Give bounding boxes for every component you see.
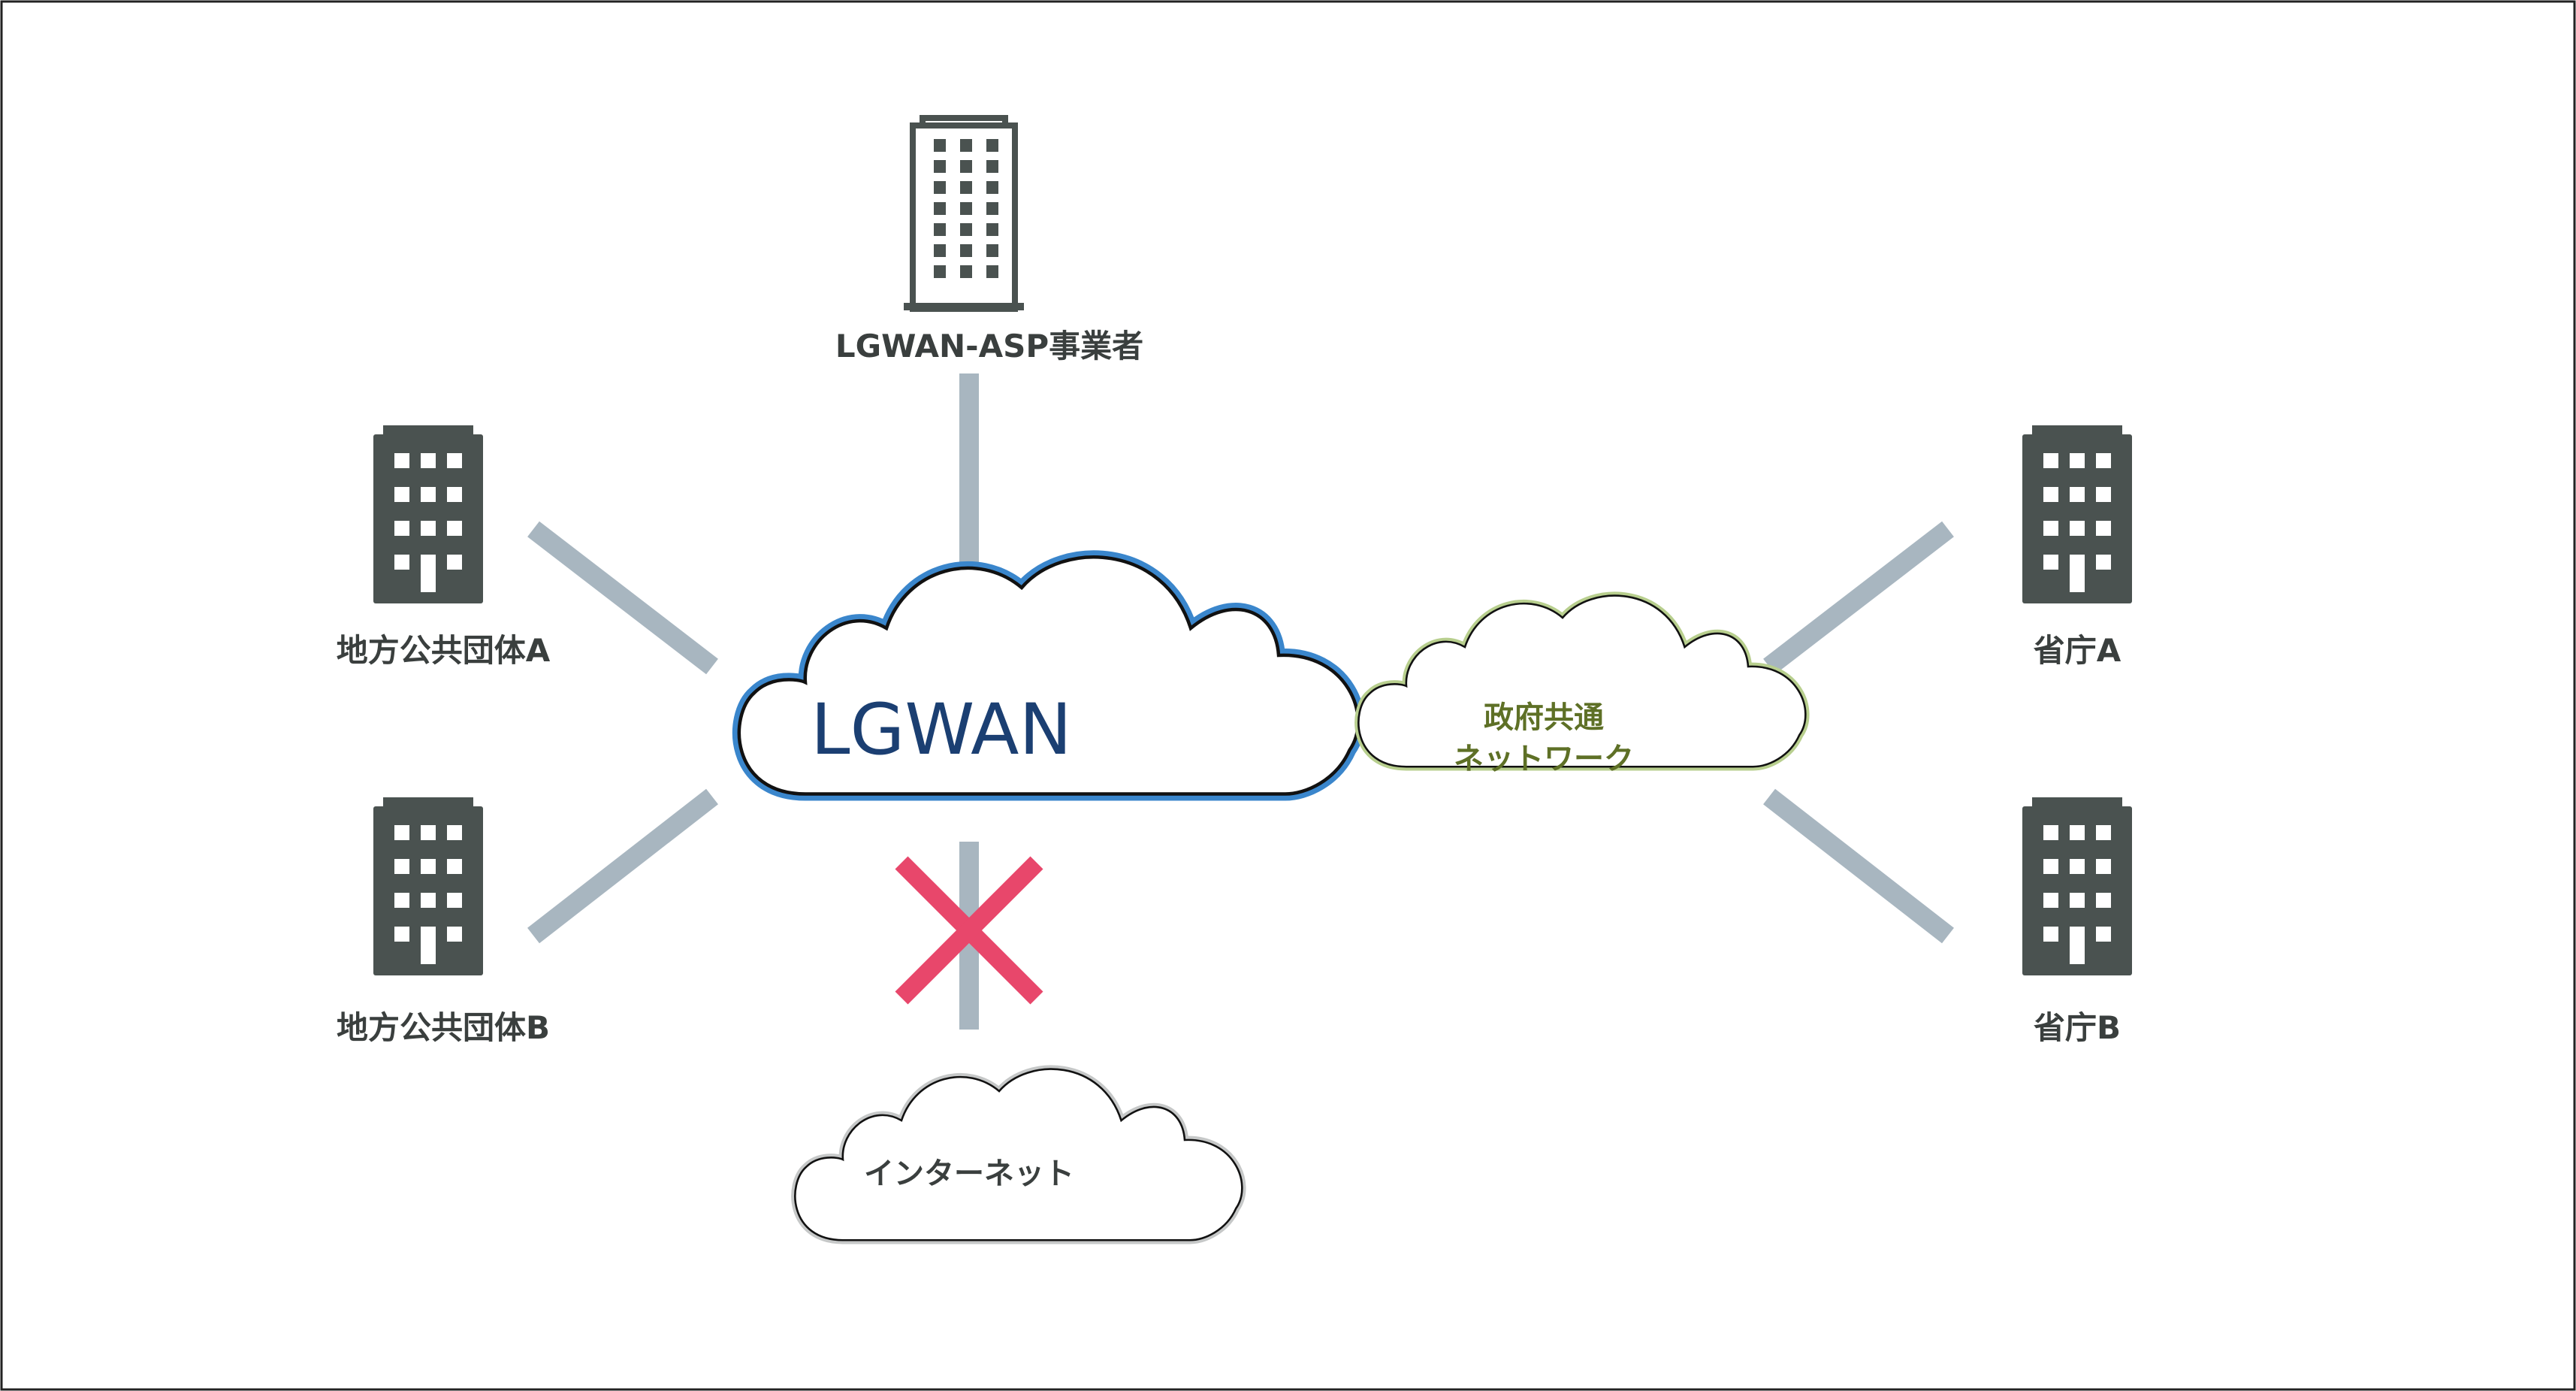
lgwan-label: LGWAN <box>811 689 1072 771</box>
building-icon <box>2022 425 2132 603</box>
local-b-label: 地方公共団体B <box>337 1009 550 1046</box>
connector-gov-network-ministry-a <box>1763 521 1954 675</box>
gov-network-label-line1: 政府共通 <box>1484 700 1604 735</box>
gov-network-label-line2: ネットワーク <box>1454 742 1634 776</box>
local-a-label: 地方公共団体A <box>337 632 551 669</box>
cross-icon <box>895 856 1043 1005</box>
connector-local-b-lgwan <box>527 788 718 944</box>
connector-gov-network-ministry-b <box>1763 788 1954 944</box>
office-tower-icon <box>904 115 1024 312</box>
ministry-b-label: 省庁B <box>2034 1009 2121 1046</box>
ministry-a-label: 省庁A <box>2034 632 2122 669</box>
building-icon <box>2022 797 2132 975</box>
internet-label: インターネット <box>864 1157 1074 1191</box>
connector-local-a-lgwan <box>527 521 718 675</box>
asp-label: LGWAN-ASP事業者 <box>835 328 1143 364</box>
building-icon <box>373 797 483 975</box>
internet-cloud <box>795 1069 1242 1241</box>
building-icon <box>373 425 483 603</box>
